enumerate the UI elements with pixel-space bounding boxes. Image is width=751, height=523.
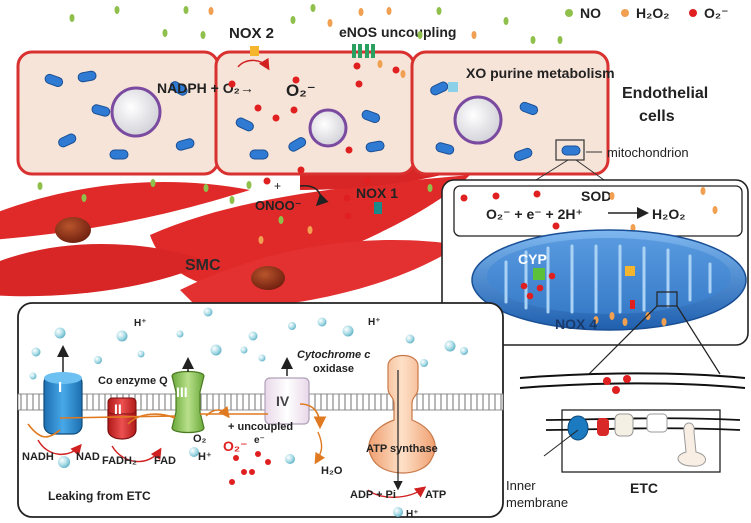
legend-no-swatch <box>565 9 573 17</box>
etc-inset <box>519 372 746 473</box>
adp-pi-label: ADP + Pi <box>350 489 396 501</box>
o2-label: O₂ <box>193 433 207 445</box>
nox1-label: NOX 1 <box>356 185 398 201</box>
legend-h2o2-label: H₂O₂ <box>636 5 669 21</box>
inner-membrane-label-1: Inner <box>506 478 536 493</box>
endothelial-label-1: Endothelial <box>622 85 708 102</box>
h-plus-label-1: H⁺ <box>134 318 147 329</box>
cell-nucleus <box>453 95 503 145</box>
enos-marker <box>352 44 375 58</box>
sod-equation: O₂⁻ + e⁻ + 2H⁺ <box>486 206 583 222</box>
nox2-label: NOX 2 <box>229 25 274 42</box>
inner-membrane-label-2: membrane <box>506 495 568 510</box>
mitochondrion-callout-box <box>555 139 585 161</box>
h2o-label: H₂O <box>321 465 343 477</box>
cell-nucleus <box>308 108 348 148</box>
cytochrome-label-2: oxidase <box>313 363 354 375</box>
nadph-equation: NADPH + O₂→ <box>157 80 254 96</box>
uncoupled-label: + uncoupled <box>228 421 293 433</box>
smc-label: SMC <box>185 257 221 274</box>
nox1-marker <box>374 202 382 214</box>
complex-ii <box>107 397 137 440</box>
sod-product: H₂O₂ <box>652 206 685 222</box>
xo-marker <box>448 82 458 92</box>
mito-yellow-marker <box>625 266 635 276</box>
mitochondrion-label: mitochondrion <box>607 145 689 160</box>
complex-iv <box>264 377 310 425</box>
h-plus-spheres <box>29 307 468 517</box>
legend-no-label: NO <box>580 5 601 21</box>
fad-label: FAD <box>154 455 176 467</box>
h-plus-label-2: H⁺ <box>368 317 381 328</box>
leaking-label: Leaking from ETC <box>48 489 151 503</box>
cyp-label: CYP <box>518 251 547 267</box>
mitochondrion-large <box>471 229 747 331</box>
etc-zoom-box <box>656 291 678 307</box>
atp-label: ATP <box>425 489 446 501</box>
legend: NO H₂O₂ O₂⁻ <box>565 5 729 21</box>
complex-ii-label: II <box>114 401 122 417</box>
legend-o2minus-label: O₂⁻ <box>704 5 729 21</box>
xo-label: XO purine metabolism <box>466 65 615 81</box>
nox4-label: NOX 4 <box>555 316 597 332</box>
superoxide-etc-label: O₂⁻ <box>223 438 248 454</box>
atp-synthase-label: ATP synthase <box>366 443 438 455</box>
fadh2-label: FADH₂ <box>102 455 137 467</box>
h-plus-label-4: H⁺ <box>406 509 419 520</box>
superoxide-product: O₂⁻ <box>286 81 316 100</box>
cytochrome-label-1: Cytochrome c <box>297 349 370 361</box>
sod-label: SOD <box>581 188 611 204</box>
electron-path <box>27 403 327 438</box>
smooth-muscle-cells: SMC <box>0 163 470 310</box>
plus-sign: + <box>274 179 281 193</box>
nadh-label: NADH <box>22 451 54 463</box>
etc-superoxide-particles <box>229 451 271 485</box>
endothelial-label-2: cells <box>639 108 675 125</box>
cell-nucleus <box>110 86 162 138</box>
complex-i <box>43 372 83 435</box>
legend-h2o2-swatch <box>621 9 629 17</box>
mitochondria-small <box>44 70 581 162</box>
h-plus-label-3: H⁺ <box>198 451 212 463</box>
complex-iii <box>171 370 205 434</box>
etc-inset-label: ETC <box>630 480 658 496</box>
enos-label: eNOS uncoupling <box>339 24 456 40</box>
complex-iv-label: IV <box>276 393 290 409</box>
smc-nucleus <box>55 217 91 243</box>
peroxynitrite-label: ONOO⁻ <box>255 198 302 213</box>
legend-o2minus-swatch <box>689 9 697 17</box>
smc-nucleus <box>251 266 285 290</box>
nox4-marker <box>630 300 635 309</box>
nad-label: NAD <box>76 451 100 463</box>
uncoupled-electron-label: e⁻ <box>254 435 265 446</box>
complex-iii-label: III <box>176 384 188 400</box>
endothelial-cells <box>16 50 610 176</box>
atp-synthase <box>368 354 436 474</box>
nox2-marker <box>250 46 259 56</box>
inner-membrane <box>17 393 504 411</box>
complex-i-label: I <box>58 379 62 396</box>
cyp-marker <box>533 268 545 280</box>
coenzyme-q-label: Co enzyme Q <box>98 375 168 387</box>
